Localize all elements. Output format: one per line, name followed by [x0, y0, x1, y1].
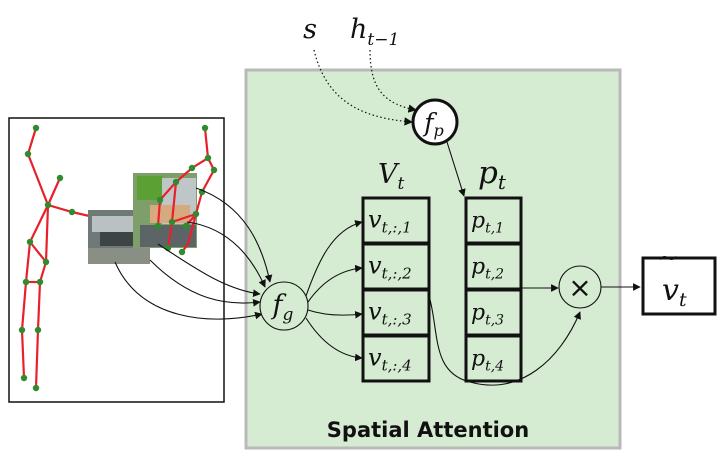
- svg-text:vt: vt: [662, 273, 687, 311]
- skeleton-frame: [8, 117, 225, 403]
- svg-text:pt,4: pt,4: [471, 347, 504, 375]
- svg-text:vt,:,3: vt,:,3: [368, 298, 412, 329]
- svg-text:fp: fp: [422, 108, 444, 140]
- multiply-node: ×: [558, 265, 602, 309]
- pt-header: pt: [478, 155, 507, 194]
- skeleton-joints-right: [154, 124, 218, 256]
- vt-header: Vt: [378, 159, 405, 194]
- svg-text:vt,:,1: vt,:,1: [368, 206, 412, 237]
- panel-title: Spatial Attention: [327, 418, 529, 442]
- inputs-to-fp-arrows: [313, 49, 417, 126]
- svg-text:fg: fg: [271, 290, 294, 325]
- vt-column: vt,:,1 vt,:,2 vt,:,3 vt,:,4: [361, 196, 431, 383]
- fp-node: fp: [411, 98, 459, 146]
- pt-column: pt,1 pt,2 pt,3 pt,4: [464, 196, 523, 383]
- fg-node: fg: [259, 281, 309, 331]
- svg-text:pt,3: pt,3: [471, 301, 504, 329]
- fg-to-v-arrows: [305, 220, 363, 362]
- image-patch-2: [133, 173, 197, 248]
- fp-to-pt-arrow: [446, 141, 466, 197]
- v-to-multiply-arrow: [427, 291, 581, 386]
- v-cell-2: vt,:,2: [361, 242, 431, 291]
- input-h-prev: ht−1: [350, 14, 399, 50]
- v-cell-1: vt,:,1: [361, 196, 431, 245]
- p-cell-4: pt,4: [464, 334, 523, 383]
- v-cell-4: vt,:,4: [361, 334, 431, 383]
- svg-text:~: ~: [657, 243, 679, 273]
- svg-text:pt,2: pt,2: [471, 255, 504, 283]
- svg-text:×: ×: [568, 271, 591, 304]
- output-vt-box: ~ vt: [641, 243, 717, 316]
- input-s: s: [303, 14, 317, 45]
- patch-to-fg-arrows: [114, 187, 273, 320]
- svg-text:pt,1: pt,1: [471, 209, 504, 237]
- svg-text:vt,:,4: vt,:,4: [368, 344, 412, 375]
- svg-text:vt,:,2: vt,:,2: [368, 252, 412, 283]
